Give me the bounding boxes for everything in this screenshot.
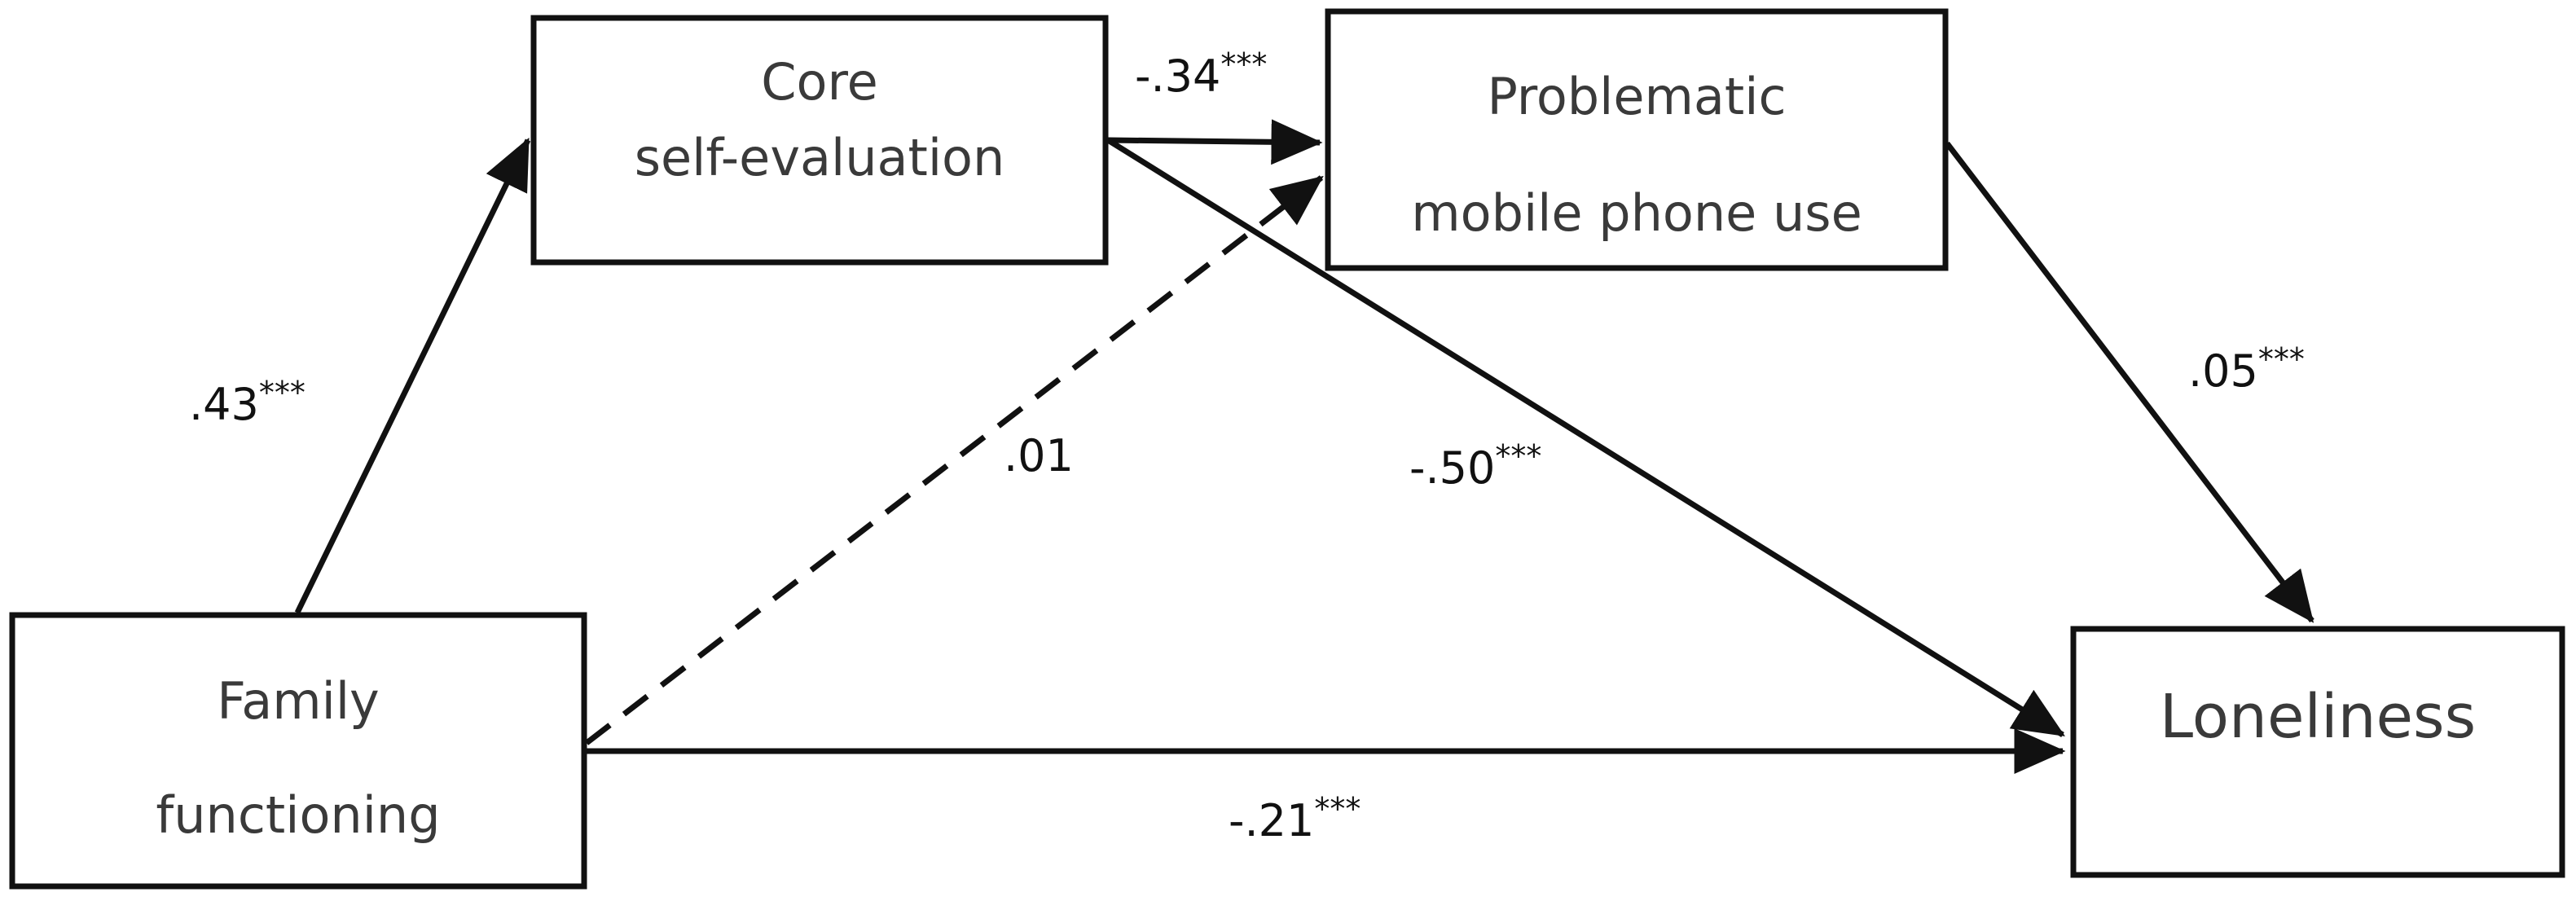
node-family-line2: functioning [156,785,440,845]
node-pmpu-line1: Problematic [1487,67,1786,126]
coef-family-to-loneliness: -.21*** [1229,791,1361,846]
node-family-line1: Family [217,671,380,731]
node-family-functioning: Family functioning [9,612,587,890]
edge-family-to-core [294,137,531,614]
node-core-line1: Core [761,52,878,112]
coef-family-to-pmpu: .01 [1004,430,1074,481]
coef-core-to-pmpu: -.34*** [1135,46,1267,102]
coef-core-to-loneliness: -.50*** [1409,438,1541,494]
node-pmpu-line2: mobile phone use [1411,183,1862,243]
coef-pmpu-to-loneliness: .05*** [2188,341,2305,397]
node-core-line2: self-evaluation [635,128,1005,187]
node-core-self-evaluation: Core self-evaluation [530,15,1109,266]
node-loneliness: Loneliness [2070,626,2565,878]
node-problematic-mobile-phone-use: Problematic mobile phone use [1325,8,1949,271]
edge-core-to-loneliness [1106,138,2065,737]
node-loneliness-line1: Loneliness [2160,682,2476,752]
edge-family-to-pmpu [584,175,1324,745]
coef-family-to-core: .43*** [189,375,306,430]
edge-pmpu-to-loneliness [1945,141,2314,623]
edge-core-to-pmpu [1107,119,1323,165]
